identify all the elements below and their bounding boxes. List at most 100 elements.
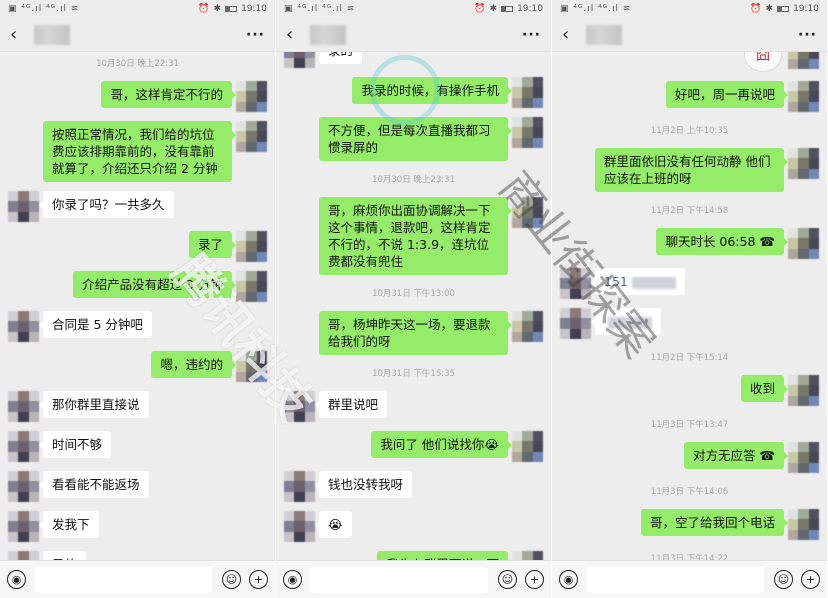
- avatar[interactable]: [236, 121, 267, 152]
- message-bubble[interactable]: 哥，这样肯定不行的: [101, 81, 236, 108]
- back-icon[interactable]: ‹: [286, 24, 294, 45]
- chat-header: ‹ ···: [276, 18, 551, 52]
- avatar[interactable]: [8, 511, 39, 542]
- avatar[interactable]: [512, 431, 543, 462]
- message-bubble[interactable]: 录了: [188, 231, 237, 258]
- phone-number-bubble[interactable]: 151: [591, 268, 685, 295]
- message-bubble[interactable]: 群里说吧: [314, 391, 388, 418]
- message-received: 😭: [276, 511, 551, 542]
- message-bubble[interactable]: 群里面依旧没有任何动静 他们应该在上班的呀: [595, 148, 788, 192]
- avatar[interactable]: [512, 311, 543, 342]
- more-options-icon[interactable]: ···: [522, 26, 541, 43]
- message-bubble[interactable]: 钱也没转我呀: [314, 471, 413, 498]
- message-bubble[interactable]: 你录了吗？一共多久: [39, 191, 174, 218]
- emoji-icon[interactable]: ☺: [222, 570, 241, 589]
- message-received: 钱也没转我呀: [276, 471, 551, 502]
- message-bubble[interactable]: 嗯，违约的: [151, 351, 236, 378]
- message-timestamp: 10月31日 下午13:00: [372, 289, 455, 299]
- signal-icons: ▣ ⁴ᴳ.ıl ⁴ᴳ.ıl ≋: [284, 4, 356, 14]
- redacted-block: [608, 316, 652, 329]
- message-received-phone: 151: [552, 268, 827, 299]
- message-sent: 按照正常情况，我们给的坑位费应该排期靠前的，没有靠前就算了，介绍还只介绍 2 分…: [0, 121, 275, 182]
- avatar[interactable]: [788, 442, 819, 473]
- message-bubble[interactable]: 哥，麻烦你出面协调解决一下这个事情，退款吧，这样肯定不行的，不说 1:3.9，连…: [319, 197, 512, 275]
- battery-icon: [501, 6, 514, 12]
- contact-name-redacted: [34, 24, 70, 45]
- back-icon[interactable]: ‹: [562, 24, 570, 45]
- message-sent: 好吧，周一再说吧: [552, 81, 827, 112]
- avatar[interactable]: [284, 511, 315, 542]
- phone-number[interactable]: 151: [604, 274, 628, 289]
- message-bubble[interactable]: 收到: [740, 375, 789, 402]
- message-bubble[interactable]: 看看能不能返场: [39, 471, 149, 498]
- avatar[interactable]: [8, 311, 39, 342]
- message-timestamp: 10月30日 晚上22:31: [96, 59, 179, 69]
- phone-number-bubble[interactable]: [591, 308, 661, 335]
- more-options-icon[interactable]: ···: [798, 26, 817, 43]
- message-input[interactable]: [310, 566, 488, 593]
- status-time: 19:10: [241, 4, 267, 14]
- plus-icon[interactable]: +: [525, 570, 544, 589]
- signal-icons: ▣ ⁴ᴳ.ıl ⁴ᴳ.ıl ≋: [8, 4, 80, 14]
- message-bubble[interactable]: 不方便，但是每次直播我都习惯录屏的: [319, 117, 512, 161]
- avatar[interactable]: [8, 431, 39, 462]
- avatar[interactable]: [236, 351, 267, 382]
- avatar[interactable]: [560, 308, 591, 339]
- message-bubble[interactable]: 聊天时长 06:58 ☎: [656, 228, 788, 255]
- avatar[interactable]: [236, 271, 267, 302]
- message-sent: 收到: [552, 375, 827, 406]
- emoji-icon[interactable]: ☺: [774, 570, 793, 589]
- back-icon[interactable]: ‹: [10, 24, 18, 45]
- avatar[interactable]: [284, 471, 315, 502]
- avatar[interactable]: [560, 268, 591, 299]
- message-bubble[interactable]: 按照正常情况，我们给的坑位费应该排期靠前的，没有靠前就算了，介绍还只介绍 2 分…: [43, 121, 236, 182]
- message-sent: 群里面依旧没有任何动静 他们应该在上班的呀: [552, 148, 827, 192]
- watermark-logo-icon: [370, 55, 440, 125]
- avatar[interactable]: [8, 191, 39, 222]
- message-input[interactable]: [586, 566, 764, 593]
- message-bubble[interactable]: 发我下: [39, 511, 99, 538]
- message-bubble[interactable]: 好吧，周一再说吧: [665, 81, 789, 108]
- avatar[interactable]: [512, 77, 543, 108]
- avatar[interactable]: [236, 231, 267, 262]
- avatar[interactable]: [788, 81, 819, 112]
- avatar[interactable]: [8, 391, 39, 422]
- plus-icon[interactable]: +: [249, 570, 268, 589]
- avatar[interactable]: [788, 509, 819, 540]
- battery-icon: [225, 6, 238, 12]
- avatar[interactable]: [788, 375, 819, 406]
- status-bar: ▣ ⁴ᴳ.ıl ⁴ᴳ.ıl ≋⏰✱19:10: [276, 0, 551, 18]
- message-bubble[interactable]: 哥，空了给我回个电话: [640, 509, 789, 536]
- message-bubble[interactable]: 哥，杨坤昨天这一场，要退款给我们的呀: [319, 311, 512, 355]
- alarm-icon: ⏰: [750, 4, 762, 14]
- voice-icon[interactable]: ◉: [283, 570, 302, 589]
- more-options-icon[interactable]: ···: [246, 26, 265, 43]
- message-bubble[interactable]: 介绍产品没有超过 3 分钟: [73, 271, 236, 298]
- input-bar: ◉ ☺ +: [276, 560, 551, 598]
- bluetooth-icon: ✱: [489, 4, 498, 14]
- message-sent: 哥，这样肯定不行的: [0, 81, 275, 112]
- message-bubble[interactable]: 对方无应答 ☎: [683, 442, 789, 469]
- message-input[interactable]: [34, 566, 212, 593]
- avatar[interactable]: [788, 148, 819, 179]
- avatar[interactable]: [8, 471, 39, 502]
- message-bubble[interactable]: 合同是 5 分钟吧: [39, 311, 152, 338]
- message-list[interactable]: 10月30日 晚上22:31 哥，这样肯定不行的按照正常情况，我们给的坑位费应该排…: [0, 0, 275, 598]
- plus-icon[interactable]: +: [801, 570, 820, 589]
- voice-icon[interactable]: ◉: [7, 570, 26, 589]
- battery-icon: [777, 6, 790, 12]
- avatar[interactable]: [788, 228, 819, 259]
- message-bubble[interactable]: 我问了 他们说找你😭: [371, 431, 512, 458]
- avatar[interactable]: [284, 391, 315, 422]
- avatar[interactable]: [236, 81, 267, 112]
- message-bubble[interactable]: 😭: [315, 511, 352, 538]
- voice-icon[interactable]: ◉: [559, 570, 578, 589]
- emoji-icon[interactable]: ☺: [498, 570, 517, 589]
- avatar[interactable]: [512, 197, 543, 228]
- message-bubble[interactable]: 时间不够: [38, 431, 112, 458]
- avatar[interactable]: [512, 117, 543, 148]
- message-bubble[interactable]: 那你群里直接说: [39, 391, 149, 418]
- message-timestamp: 11月3日 下午14:06: [650, 487, 729, 497]
